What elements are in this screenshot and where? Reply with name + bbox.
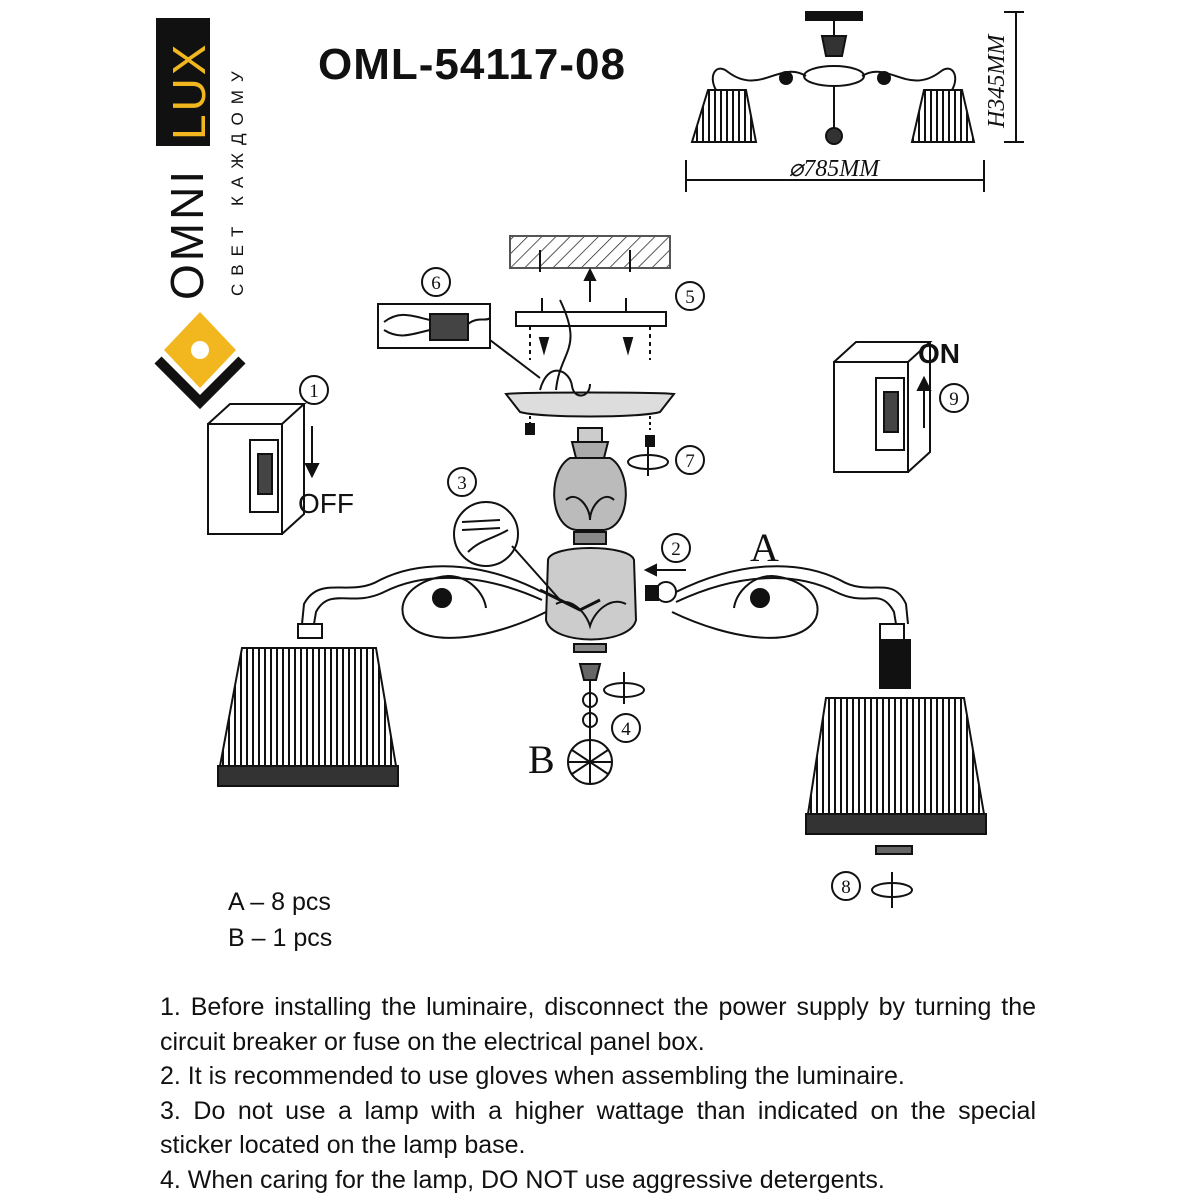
power-switch-off [207, 403, 320, 535]
step-9-label: 9 [949, 389, 959, 410]
right-shade [805, 697, 987, 855]
part-b-label: B [528, 737, 555, 782]
central-column [544, 427, 638, 653]
crystal-pendant [567, 663, 613, 785]
canopy [504, 299, 676, 447]
diameter-label: ⌀785MM [789, 156, 881, 182]
note-2: 2. It is recommended to use gloves when … [160, 1062, 905, 1090]
left-shade [217, 647, 399, 787]
step-1-label: 1 [309, 381, 319, 402]
height-label: H345MM [984, 33, 1010, 129]
terminal-block-callout [377, 303, 541, 379]
step-6-label: 6 [431, 273, 441, 294]
step-4-label: 4 [621, 719, 631, 740]
safety-notes: 1. Before installing the luminaire, disc… [160, 990, 1036, 1197]
ceiling-mount [509, 235, 671, 360]
power-switch-on [833, 341, 933, 473]
step-2-label: 2 [671, 539, 681, 560]
note-3: 3. Do not use a lamp with a higher watta… [160, 1096, 1036, 1160]
logo-lux-block [156, 18, 210, 146]
rotation-arrows [603, 446, 913, 908]
step-5-label: 5 [685, 287, 695, 308]
model-title: OML-54117-08 [318, 40, 626, 89]
right-arm [645, 565, 911, 689]
step-8-label: 8 [841, 877, 851, 898]
wire-connection-callout [453, 501, 601, 612]
legend-item-a: A – 8 pcs [228, 888, 331, 916]
parts-legend: A – 8 pcs B – 1 pcs [228, 884, 332, 956]
note-1: 1. Before installing the luminaire, disc… [160, 993, 1036, 1056]
logo-emblem-icon [154, 312, 246, 410]
switch-on-label: ON [918, 338, 960, 369]
part-a-label: A [750, 525, 779, 570]
note-4: 4. When caring for the lamp, DO NOT use … [160, 1165, 885, 1194]
switch-off-label: OFF [298, 488, 354, 519]
overview-drawing [685, 11, 1024, 192]
step-3-label: 3 [457, 473, 467, 494]
left-arm [297, 565, 547, 639]
step-7-label: 7 [685, 451, 695, 472]
legend-item-b: B – 1 pcs [228, 924, 333, 952]
step-markers [299, 267, 969, 901]
